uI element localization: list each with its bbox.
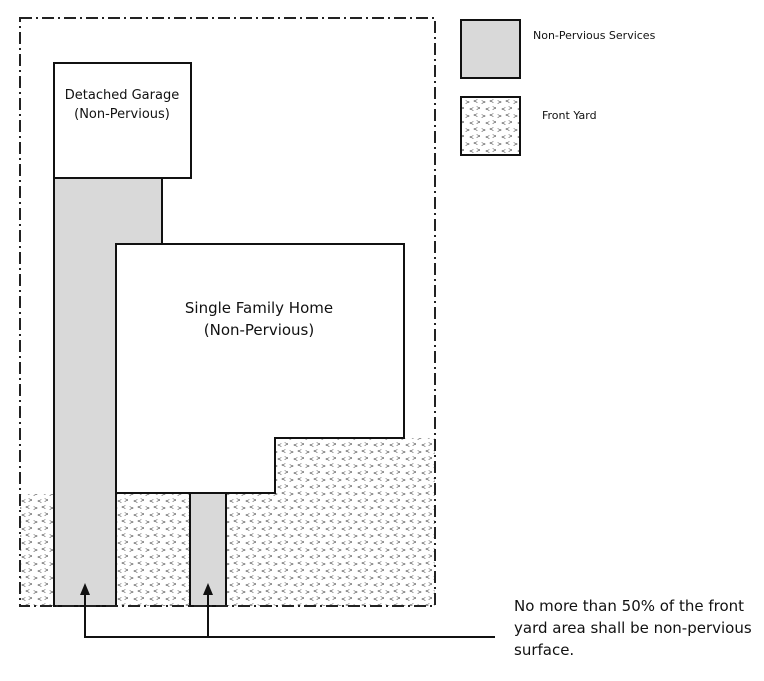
garage-label-line1: Detached Garage xyxy=(65,88,179,103)
garage-label-line2: (Non-Pervious) xyxy=(74,107,170,122)
note-line2: yard area shall be non-pervious xyxy=(514,619,752,637)
note-line1: No more than 50% of the front xyxy=(514,597,744,615)
home-label-line2: (Non-Pervious) xyxy=(204,321,314,339)
legend: Non-Pervious Services Front Yard xyxy=(460,19,656,156)
front-yard-notch xyxy=(275,438,435,494)
front-yard-area xyxy=(20,438,435,606)
front-yard-center xyxy=(116,493,190,606)
detached-garage xyxy=(53,62,192,179)
legend-label-front-yard: Front Yard xyxy=(542,109,597,122)
home-label-line1: Single Family Home xyxy=(185,299,333,317)
callout-leader xyxy=(80,583,495,638)
legend-swatch-non-pervious xyxy=(460,19,521,79)
legend-swatch-front-yard xyxy=(460,96,521,156)
property-boundary xyxy=(19,17,436,607)
front-yard-left xyxy=(20,494,54,606)
arrowhead-icon xyxy=(80,583,90,595)
legend-label-non-pervious: Non-Pervious Services xyxy=(533,29,656,42)
front-yard-right xyxy=(226,493,435,606)
single-family-home xyxy=(115,243,405,494)
arrowhead-icon xyxy=(203,583,213,595)
note-line3: surface. xyxy=(514,641,574,659)
leader-line-driveway xyxy=(84,594,495,638)
